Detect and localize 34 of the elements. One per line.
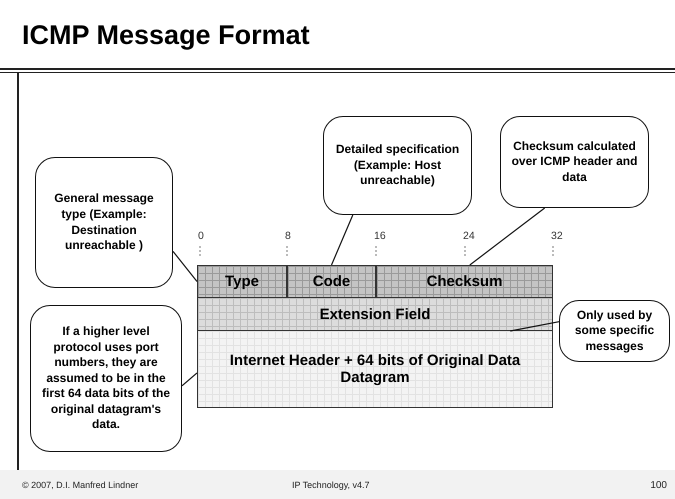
field-label: Code — [312, 273, 350, 290]
header-field — [376, 265, 553, 298]
callout-text: Detailed specification (Example: Host unreachable) — [334, 142, 460, 189]
bit-number: 24 — [463, 230, 475, 242]
callout-text: Checksum calculated over ICMP header and data — [511, 138, 638, 186]
copyright-note: © 2007, D.I. Manfred Lindner — [22, 480, 138, 490]
course-version: IP Technology, v4.7 — [292, 480, 370, 490]
leader-line — [510, 321, 560, 332]
callout-bubble — [323, 116, 472, 215]
header-field — [197, 265, 287, 298]
field-label: Internet Header + 64 bits of Original Data Datagram — [228, 352, 522, 386]
callout-bubble — [30, 305, 182, 452]
callout-text: If a higher level protocol uses port numbers, they are assumed to be in the first 64 data bits of the original datagram's data. — [41, 324, 171, 434]
bit-number: 32 — [551, 230, 563, 242]
field-label: Checksum — [426, 273, 502, 290]
callout-bubble — [559, 300, 670, 362]
leader-line — [182, 372, 198, 386]
bit-number: 16 — [374, 230, 386, 242]
header-field — [287, 265, 376, 298]
callout-bubble — [500, 116, 649, 208]
slide-title: ICMP Message Format — [22, 20, 310, 51]
callout-bubble — [35, 157, 173, 288]
callout-text: General message type (Example: Destination unreachable ) — [53, 191, 155, 254]
leader-line — [330, 214, 354, 266]
page-number: 100 — [650, 480, 667, 491]
bit-number: 8 — [285, 230, 291, 242]
callout-text: Only used by some specific messages — [574, 308, 656, 354]
data-field — [197, 330, 553, 408]
leader-line — [469, 208, 546, 266]
bit-number: 0 — [198, 230, 204, 242]
field-label: Type — [225, 273, 259, 290]
field-label: Extension Field — [320, 306, 430, 322]
leader-line — [172, 250, 198, 282]
header-field — [197, 297, 553, 331]
